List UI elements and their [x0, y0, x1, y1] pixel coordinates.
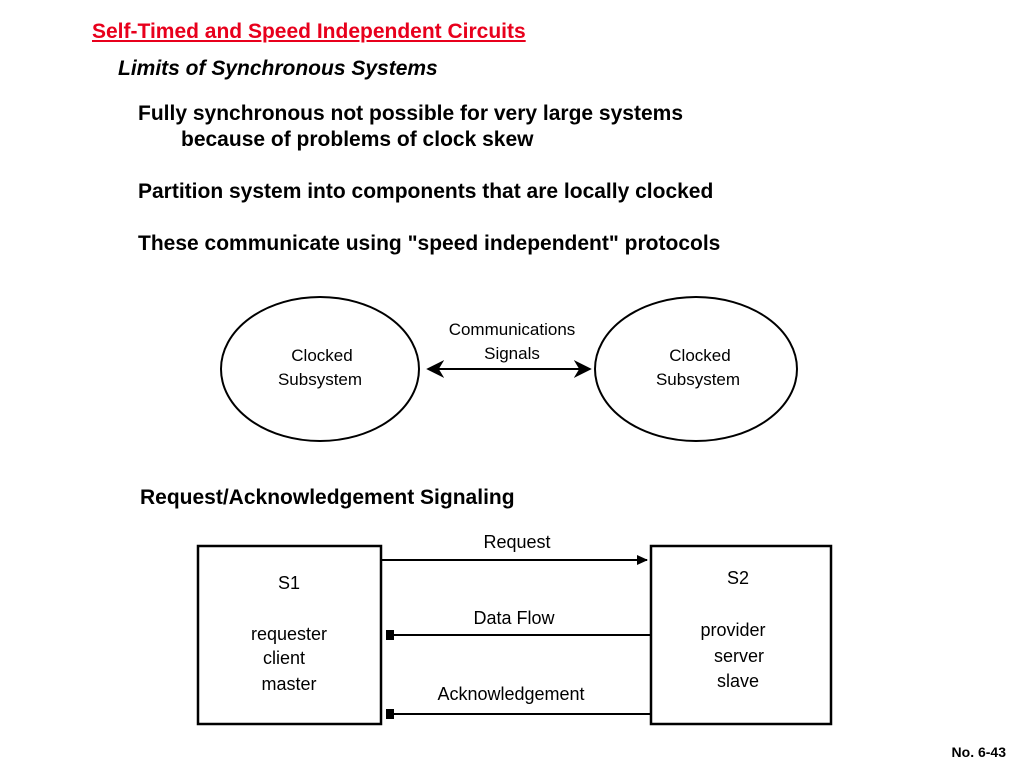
communications-label-2: Signals	[484, 344, 540, 363]
right-subsystem-label-2: Subsystem	[656, 370, 740, 389]
bottom-diagram: S1 requester client master S2 provider s…	[196, 532, 833, 726]
left-subsystem-label-1: Clocked	[291, 346, 352, 365]
clocked-subsystem-left	[220, 296, 420, 442]
data-flow-label: Data Flow	[473, 608, 555, 628]
top-diagram: Clocked Subsystem Clocked Subsystem Comm…	[220, 296, 798, 442]
bullet-3: These communicate using "speed independe…	[138, 232, 721, 255]
communications-label-1: Communications	[449, 320, 576, 339]
bullet-1-line-1: Fully synchronous not possible for very …	[138, 102, 683, 125]
right-subsystem-label-1: Clocked	[669, 346, 730, 365]
request-arrowhead	[637, 555, 648, 565]
bullet-1-line-2: because of problems of clock skew	[181, 128, 534, 151]
data-flow-arrowhead	[386, 630, 394, 640]
bullet-2: Partition system into components that ar…	[138, 180, 714, 203]
slide-number: No. 6-43	[951, 744, 1006, 760]
s1-title: S1	[278, 573, 300, 593]
s1-label-client: client	[263, 648, 305, 668]
section-title: Request/Acknowledgement Signaling	[140, 486, 515, 509]
s1-box	[196, 544, 383, 726]
s1-label-master: master	[261, 674, 316, 694]
request-label: Request	[483, 532, 550, 552]
acknowledgement-label: Acknowledgement	[437, 684, 584, 704]
acknowledgement-arrowhead	[386, 709, 394, 719]
s2-label-provider: provider	[700, 620, 765, 640]
page-title: Self-Timed and Speed Independent Circuit…	[92, 20, 526, 43]
left-subsystem-label-2: Subsystem	[278, 370, 362, 389]
clocked-subsystem-right	[594, 296, 798, 442]
s2-title: S2	[727, 568, 749, 588]
s2-label-slave: slave	[717, 671, 759, 691]
page-subtitle: Limits of Synchronous Systems	[118, 57, 438, 80]
s2-label-server: server	[714, 646, 764, 666]
s1-label-requester: requester	[251, 624, 327, 644]
